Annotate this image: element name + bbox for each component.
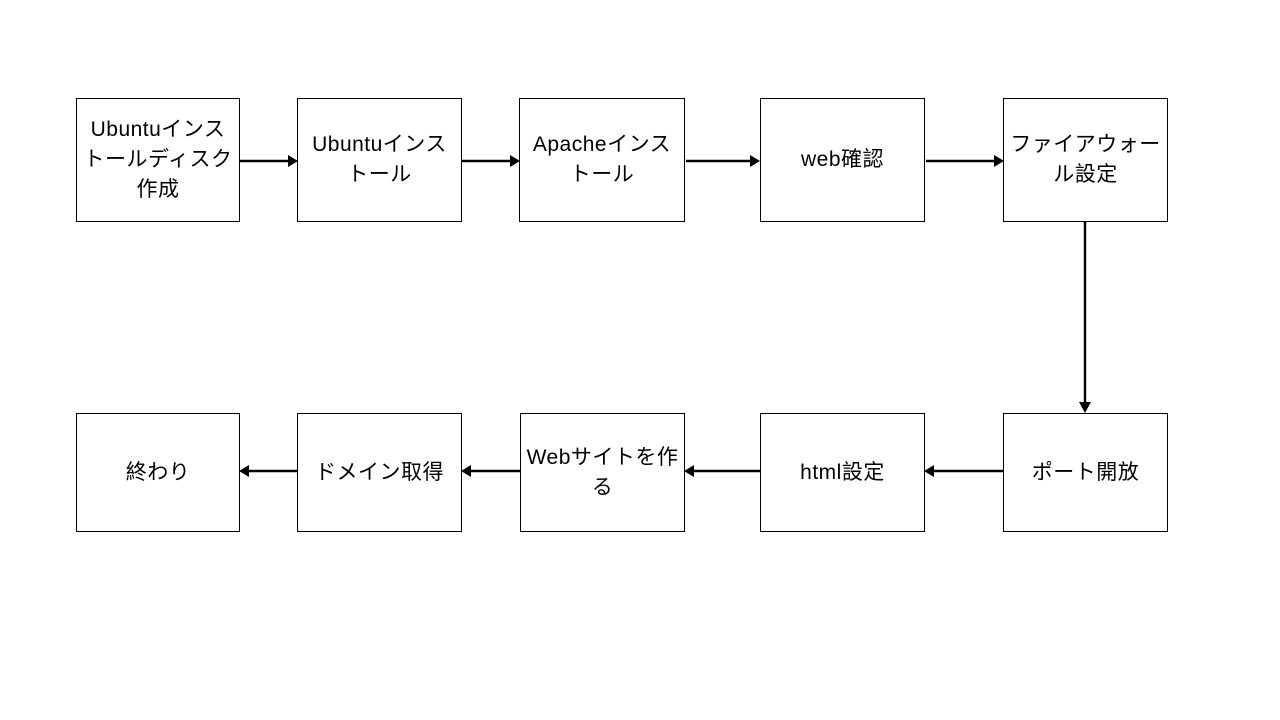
node-html-settings[interactable]: html設定 (760, 413, 925, 532)
edge-n3-n4 (686, 153, 762, 171)
edge-n5-n6 (1077, 222, 1095, 416)
edge-n8-n9 (459, 463, 521, 481)
node-port-open[interactable]: ポート開放 (1003, 413, 1168, 532)
node-firewall-settings[interactable]: ファイアウォール設定 (1003, 98, 1168, 222)
edge-n6-n7 (922, 463, 1006, 481)
edge-n9-n10 (237, 463, 299, 481)
edge-n7-n8 (682, 463, 762, 481)
node-create-website[interactable]: Webサイトを作る (520, 413, 685, 532)
node-domain-acquisition[interactable]: ドメイン取得 (297, 413, 462, 532)
node-apache-install[interactable]: Apacheインストール (519, 98, 685, 222)
edge-n1-n2 (240, 153, 300, 171)
edge-n4-n5 (926, 153, 1006, 171)
node-web-check[interactable]: web確認 (760, 98, 925, 222)
edge-n2-n3 (462, 153, 522, 171)
node-end[interactable]: 終わり (76, 413, 240, 532)
node-ubuntu-install[interactable]: Ubuntuインストール (297, 98, 462, 222)
node-ubuntu-install-disk[interactable]: Ubuntuインストールディスク作成 (76, 98, 240, 222)
